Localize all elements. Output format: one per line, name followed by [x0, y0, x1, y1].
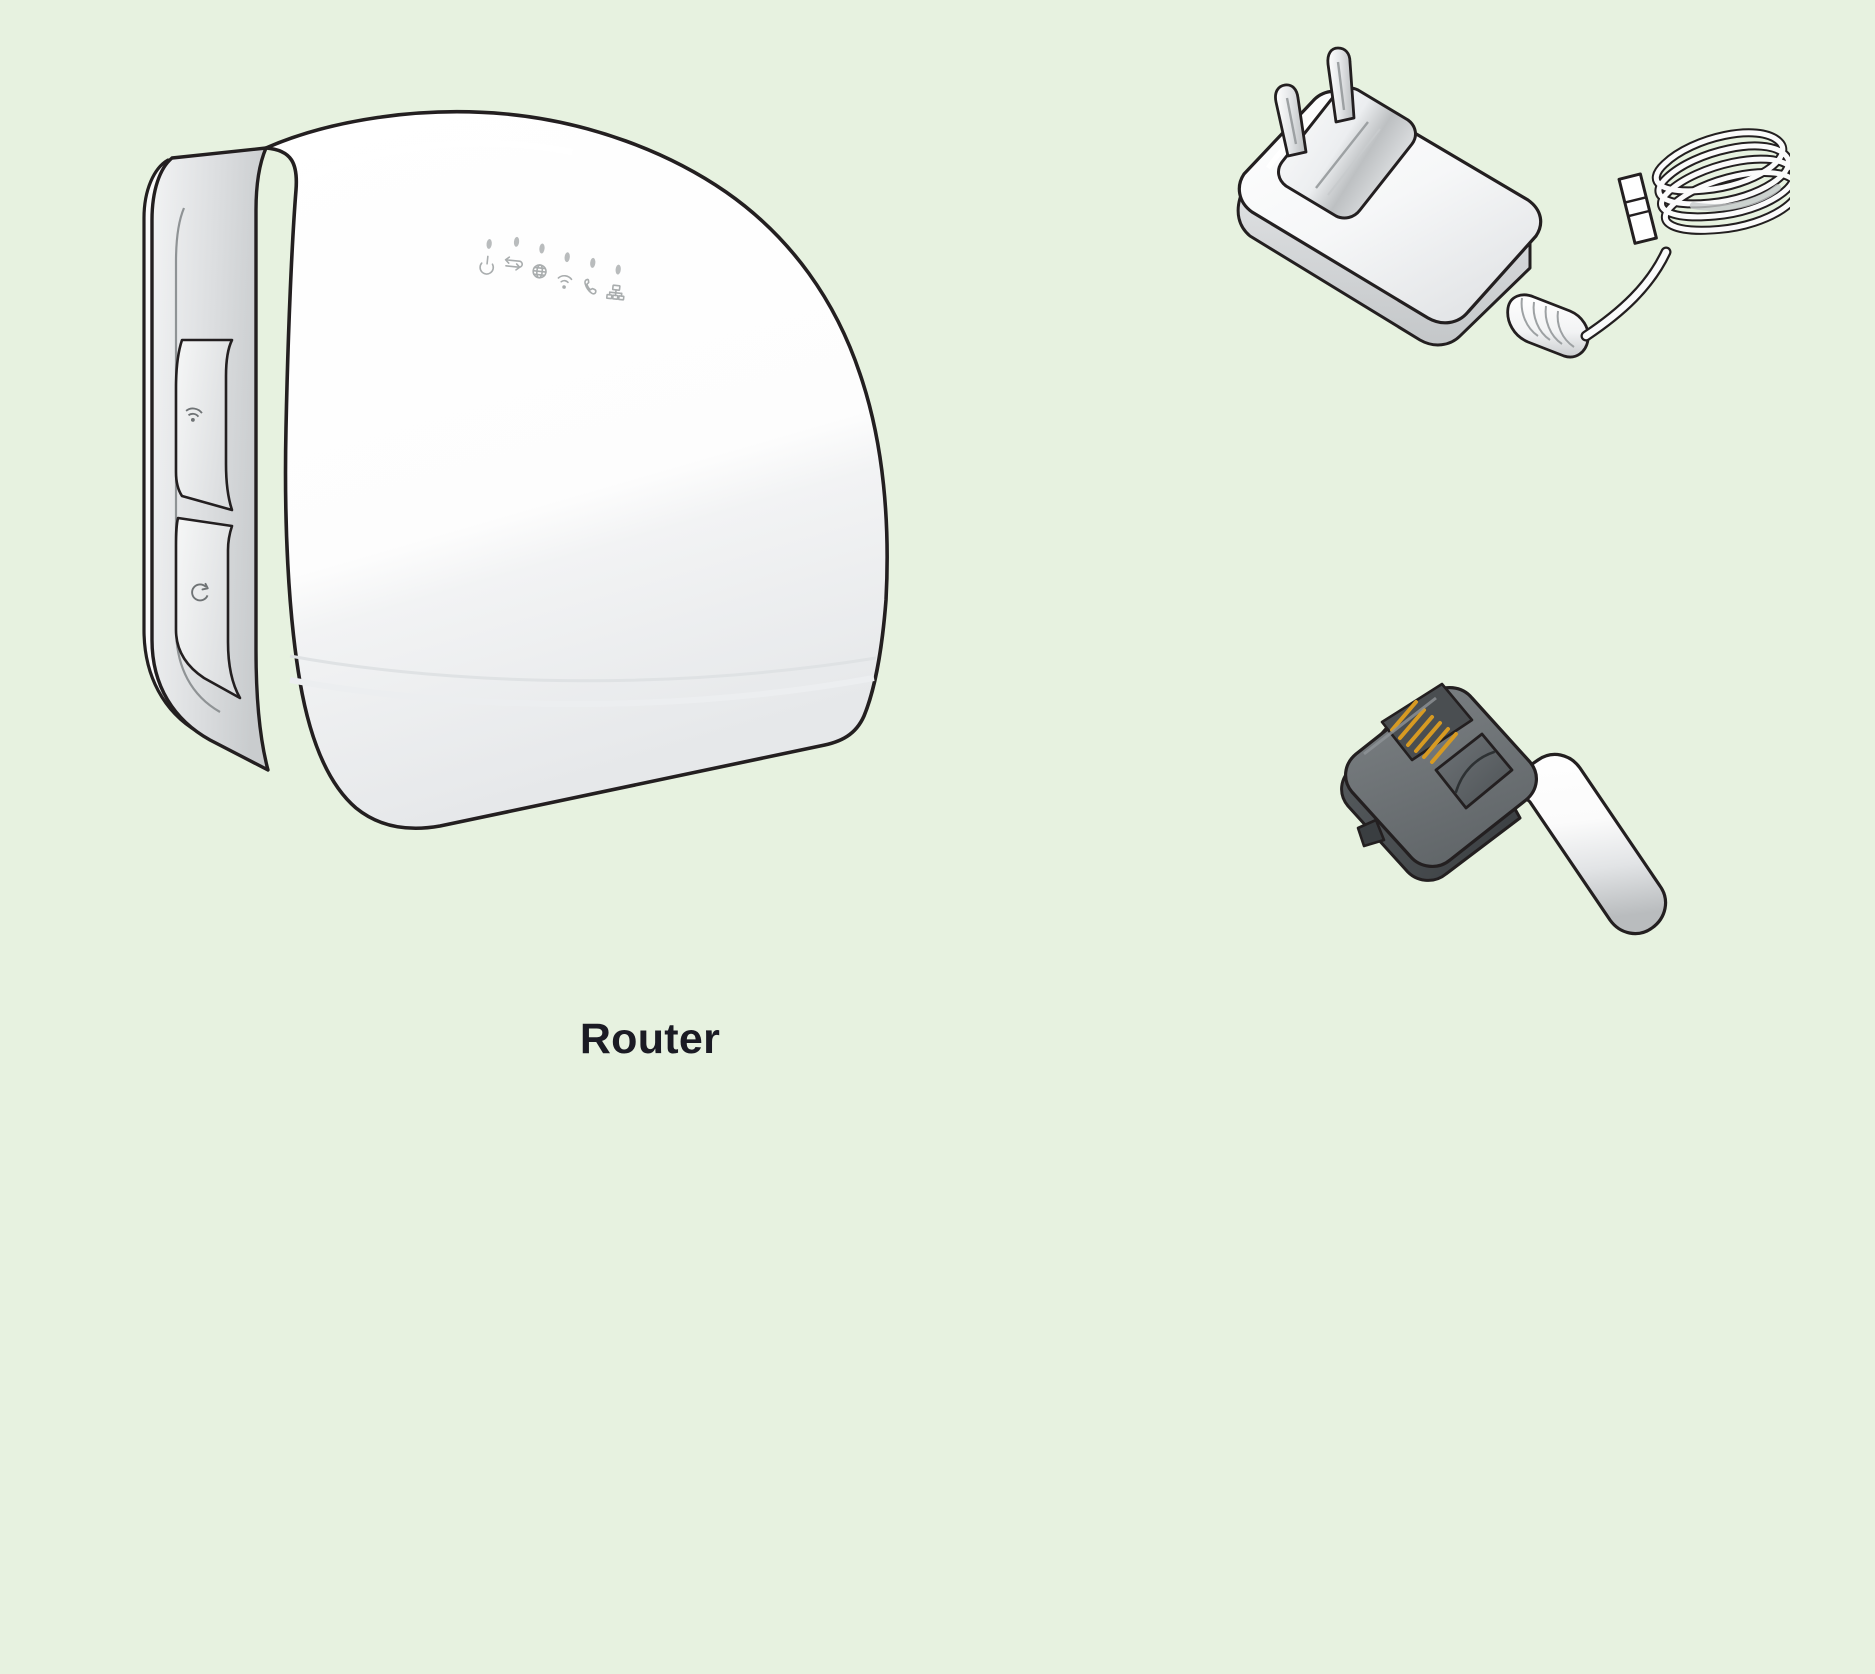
cable-item: Kabel — [1330, 650, 1710, 940]
strain-relief — [1508, 295, 1589, 357]
router-label: Router — [120, 1015, 1180, 1064]
power-cable — [1586, 252, 1666, 336]
wifi-button[interactable] — [176, 340, 232, 510]
router-illustration — [120, 40, 1000, 870]
router-front-face — [266, 112, 887, 828]
router-item: Router — [120, 40, 1000, 920]
cable-tie — [1619, 174, 1656, 243]
power-supply-item: Strømforsyning — [1230, 40, 1790, 420]
rj45-connector — [1342, 684, 1537, 880]
cable-coil — [1648, 119, 1790, 245]
illustration-canvas: Router — [0, 0, 1875, 1155]
cable-illustration — [1330, 650, 1710, 940]
power-supply-illustration — [1230, 40, 1790, 380]
